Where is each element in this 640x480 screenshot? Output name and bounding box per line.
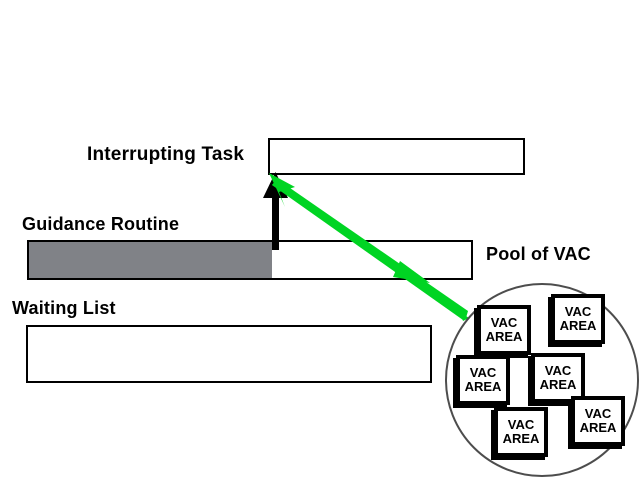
vac-area-line1: VAC xyxy=(469,365,497,381)
vac-area-box[interactable]: VAC AREA xyxy=(477,305,531,355)
vac-area-box[interactable]: VAC AREA xyxy=(551,294,605,344)
pool-of-vac-circle xyxy=(445,283,639,477)
vac-area-line2: AREA xyxy=(464,379,502,394)
waiting-list-bar xyxy=(26,325,432,383)
vac-area-line2: AREA xyxy=(485,329,523,344)
pool-of-vac-label: Pool of VAC xyxy=(486,244,591,264)
vac-area-box[interactable]: VAC AREA xyxy=(456,355,510,405)
vac-area-line1: VAC xyxy=(584,406,612,422)
guidance-routine-label: Guidance Routine xyxy=(22,214,180,234)
vac-area-line2: AREA xyxy=(539,377,577,392)
vac-area-line2: AREA xyxy=(559,318,597,333)
vac-area-line1: VAC xyxy=(490,315,518,331)
vac-area-box[interactable]: VAC AREA xyxy=(494,407,548,457)
vac-area-line1: VAC xyxy=(564,304,592,320)
vac-area-line1: VAC xyxy=(544,363,572,379)
vac-area-line2: AREA xyxy=(579,420,617,435)
vac-area-box[interactable]: VAC AREA xyxy=(571,396,625,446)
guidance-routine-bar xyxy=(27,240,473,280)
vac-area-line2: AREA xyxy=(502,431,540,446)
interrupting-task-bar xyxy=(268,138,525,175)
green-diagonal-arrow-icon xyxy=(269,173,469,321)
interrupting-task-label: Interrupting Task xyxy=(87,144,245,165)
vac-area-line1: VAC xyxy=(507,417,535,433)
waiting-list-label: Waiting List xyxy=(12,298,116,318)
vac-area-box[interactable]: VAC AREA xyxy=(531,353,585,403)
guidance-routine-progress-fill xyxy=(29,242,273,278)
